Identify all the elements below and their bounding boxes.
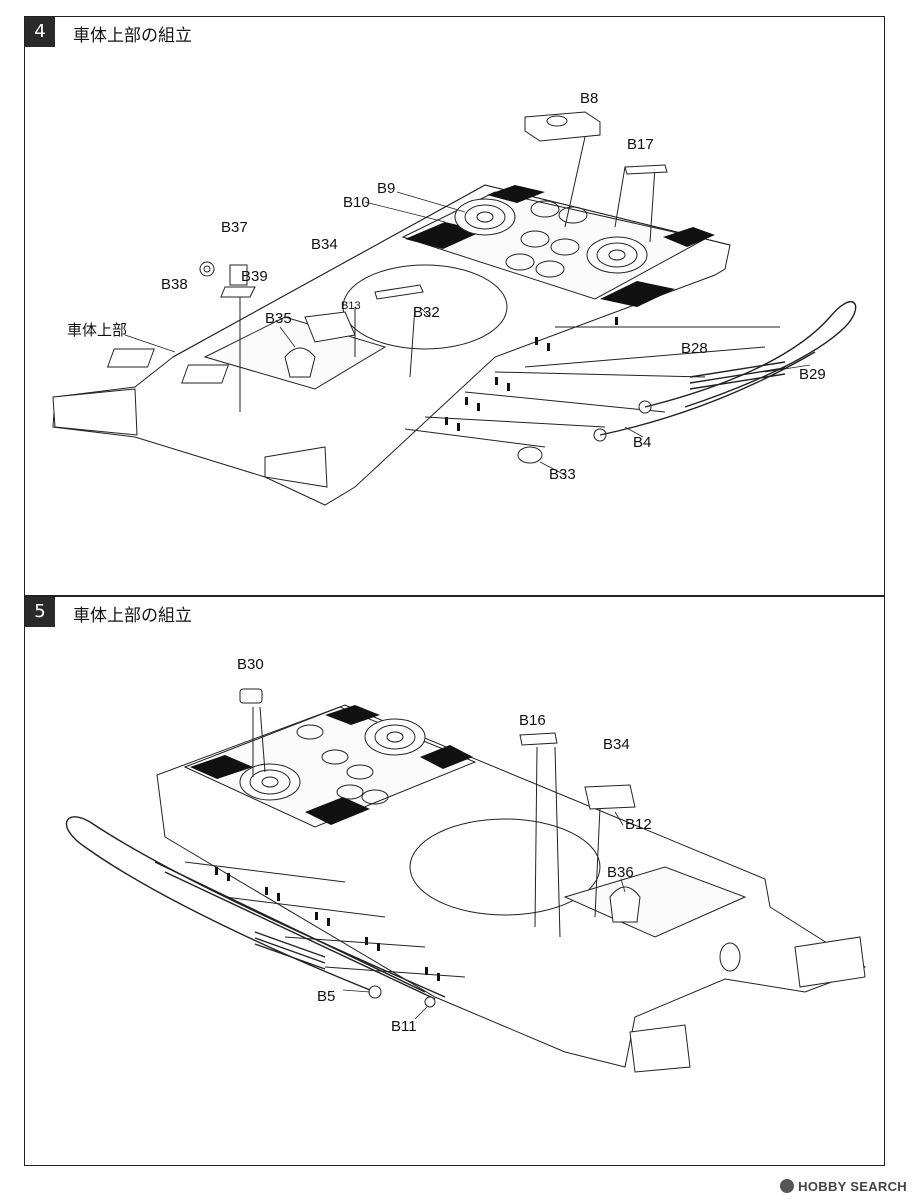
callout-b39: B39 xyxy=(241,268,268,285)
step-title: 車体上部の組立 xyxy=(73,606,192,626)
callout-b16: B16 xyxy=(519,712,546,729)
callout-b11: B11 xyxy=(391,1018,417,1035)
step-number: 4 xyxy=(25,17,55,47)
callout-b37: B37 xyxy=(221,219,248,236)
step-4-assembly-drawing: B8 B17 B9 B10 B34 B37 B38 B39 B13 B32 B3… xyxy=(52,90,857,506)
watermark-text: HOBBY SEARCH xyxy=(798,1179,907,1194)
callout-b5: B5 xyxy=(317,988,335,1005)
step-4-panel: 4 車体上部の組立 xyxy=(24,16,885,596)
callout-b8: B8 xyxy=(580,90,598,107)
hobbysearch-watermark: HOBBY SEARCH xyxy=(780,1179,907,1194)
step-number: 5 xyxy=(25,597,55,627)
step-5-assembly-drawing: B30 B16 B34 B12 B36 B5 B11 xyxy=(65,656,867,1073)
callout-b4: B4 xyxy=(633,434,651,451)
callout-b35: B35 xyxy=(265,310,292,327)
callout-b29: B29 xyxy=(799,366,826,383)
callout-b10: B10 xyxy=(343,194,370,211)
callout-b17: B17 xyxy=(627,136,654,153)
callout-b32: B32 xyxy=(413,304,440,321)
callout-b30: B30 xyxy=(237,656,264,673)
callout-b33: B33 xyxy=(549,466,576,483)
callout-upper-hull: 車体上部 xyxy=(67,322,127,339)
callout-b9: B9 xyxy=(377,180,395,197)
step-5-panel: 5 車体上部の組立 xyxy=(24,596,885,1166)
step-title: 車体上部の組立 xyxy=(73,26,192,46)
callout-b34: B34 xyxy=(311,236,338,253)
callout-b34: B34 xyxy=(603,736,630,753)
callout-b28: B28 xyxy=(681,340,708,357)
callout-b13: B13 xyxy=(341,300,361,312)
callout-b12: B12 xyxy=(625,816,652,833)
hobbysearch-logo-icon xyxy=(780,1179,795,1193)
callout-b36: B36 xyxy=(607,864,634,881)
callout-b38: B38 xyxy=(161,276,188,293)
